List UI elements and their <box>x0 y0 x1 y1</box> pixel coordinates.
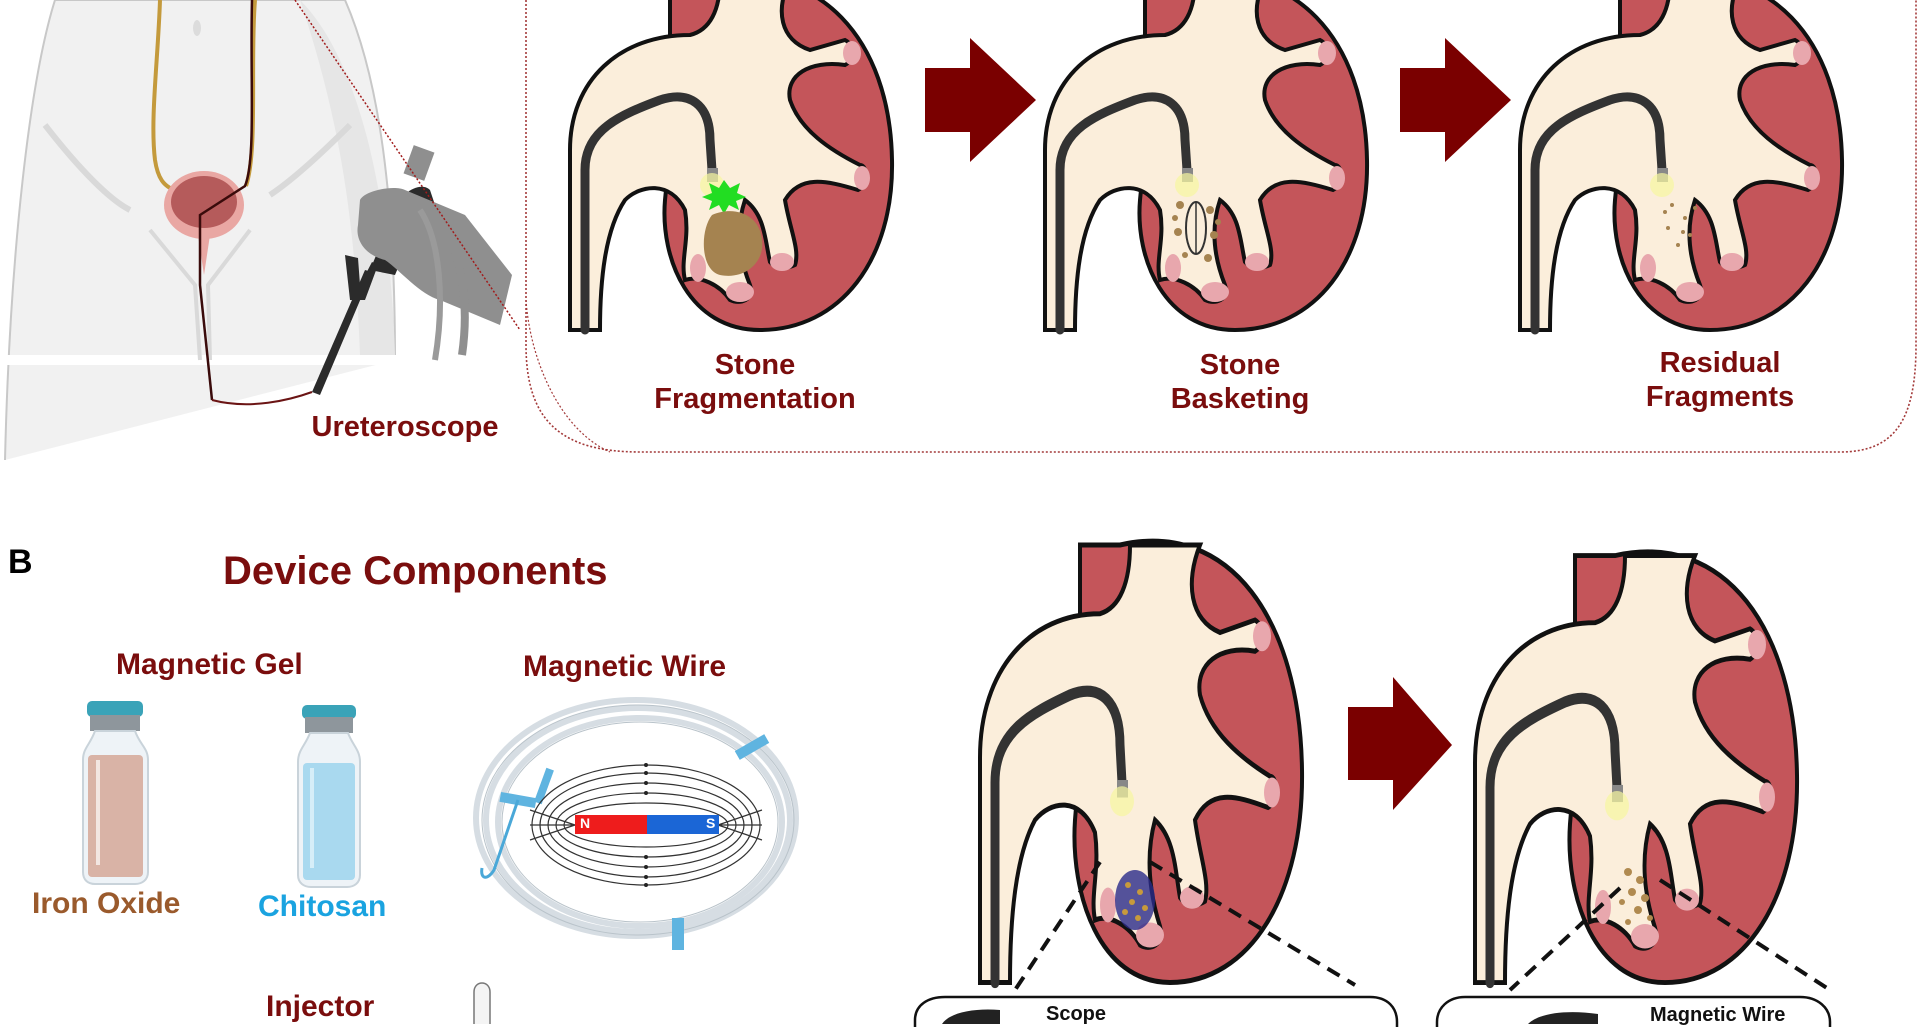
magnet-south-label: S <box>706 815 716 831</box>
callout-magnetic-wire-label: Magnetic Wire <box>1650 1004 1786 1026</box>
ureteroscope-label: Ureteroscope <box>311 411 499 443</box>
step-label-basketing: Stone Basketing <box>1170 349 1310 416</box>
callout-scope-label: Scope <box>1046 1003 1107 1025</box>
magnetic-wire-label: Magnetic Wire <box>523 650 727 683</box>
magnetic-gel-label: Magnetic Gel <box>116 648 303 681</box>
device-components-title: Device Components <box>223 549 608 593</box>
injector-label: Injector <box>266 990 375 1023</box>
arrow-fragmentation-to-basketing <box>925 38 1036 162</box>
kidney-stone <box>703 211 763 276</box>
kidney-residual-fragments <box>0 0 1920 460</box>
magnet-south-pole <box>647 815 719 834</box>
panel-a-frame <box>525 0 1917 453</box>
wire-tip <box>480 799 520 879</box>
iron-oxide-label: Iron Oxide <box>32 887 181 920</box>
magnet-north-pole <box>575 815 647 834</box>
panel-b-letter: B <box>8 543 33 581</box>
step-label-fragmentation: Stone Fragmentation <box>654 349 856 416</box>
chitosan-label: Chitosan <box>258 890 387 923</box>
laser-burst-icon <box>702 180 746 214</box>
step-label-residual: Residual Fragments <box>1645 347 1795 414</box>
magnet-north-label: N <box>580 815 591 831</box>
arrow-basketing-to-residual <box>1400 38 1511 162</box>
patient-illustration <box>0 0 521 461</box>
kidney-stone-fragmentation <box>0 0 1920 460</box>
kidney-stone-basketing <box>0 0 1920 460</box>
